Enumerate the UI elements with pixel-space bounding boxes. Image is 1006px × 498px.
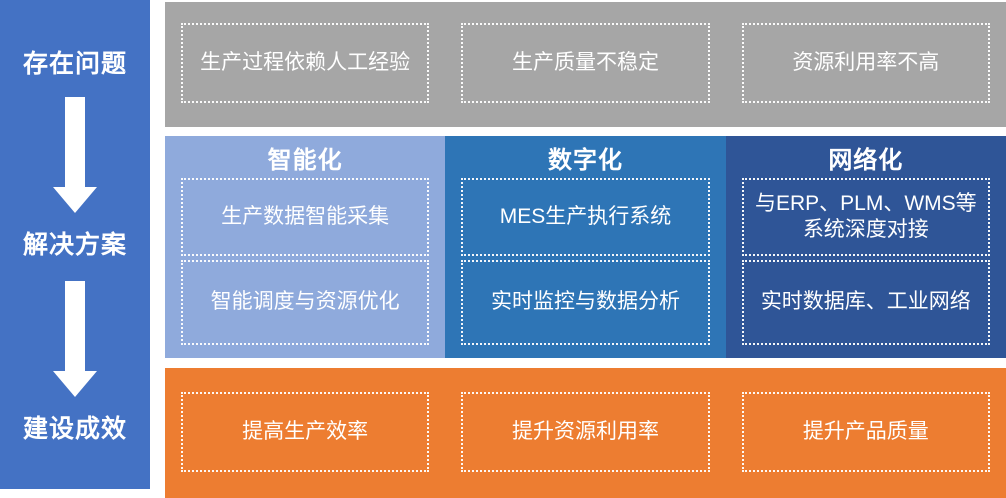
down-arrow-icon	[53, 97, 97, 213]
result-box-label: 提升资源利用率	[511, 419, 659, 443]
solution-box-label: 与ERP、PLM、WMS等 系统深度对接	[754, 191, 977, 241]
problem-box-label: 生产质量不稳定	[511, 50, 659, 74]
solution-column-header: 网络化	[828, 146, 904, 174]
solution-box: MES生产执行系统	[461, 178, 710, 256]
solution-box-label: 智能调度与资源优化	[210, 290, 400, 314]
solution-box-label: 实时数据库、工业网络	[760, 290, 971, 314]
result-box-label: 提高生产效率	[242, 419, 369, 443]
solution-column-header: 数字化	[547, 146, 623, 174]
down-arrow-icon	[53, 281, 97, 397]
problem-box: 资源利用率不高	[741, 23, 990, 103]
problems-cell: 资源利用率不高	[726, 2, 1006, 127]
problem-box: 生产过程依赖人工经验	[181, 23, 430, 103]
problems-cell: 生产质量不稳定	[445, 2, 725, 127]
solution-box: 实时监控与数据分析	[461, 260, 710, 345]
solutions-row: 智能化 生产数据智能采集 智能调度与资源优化 数字化 MES生产执行系统 实时监…	[165, 136, 1006, 358]
problem-box-label: 生产过程依赖人工经验	[200, 50, 411, 74]
problem-box-label: 资源利用率不高	[792, 50, 940, 74]
results-cell: 提高生产效率	[165, 368, 445, 498]
solution-box: 与ERP、PLM、WMS等 系统深度对接	[741, 178, 990, 256]
solution-box-label: 生产数据智能采集	[221, 204, 390, 228]
solution-box: 生产数据智能采集	[181, 178, 430, 256]
results-cell: 提升资源利用率	[445, 368, 725, 498]
result-box: 提高生产效率	[181, 392, 430, 472]
problems-row: 生产过程依赖人工经验 生产质量不稳定 资源利用率不高	[165, 2, 1006, 127]
solution-column-digital: 数字化 MES生产执行系统 实时监控与数据分析	[445, 136, 726, 358]
sidebar-stage-problems: 存在问题	[22, 50, 127, 78]
solution-box: 实时数据库、工业网络	[741, 260, 990, 345]
solution-box-label: 实时监控与数据分析	[490, 290, 680, 314]
solution-box-label: MES生产执行系统	[499, 204, 672, 228]
sidebar-stage-solutions: 解决方案	[22, 231, 127, 259]
results-cell: 提升产品质量	[726, 368, 1006, 498]
solution-box: 智能调度与资源优化	[181, 260, 430, 345]
solution-column-header: 智能化	[267, 146, 343, 174]
solution-column-networked: 网络化 与ERP、PLM、WMS等 系统深度对接 实时数据库、工业网络	[725, 136, 1006, 358]
results-row: 提高生产效率 提升资源利用率 提升产品质量	[165, 368, 1006, 498]
sidebar-stage-results: 建设成效	[22, 415, 127, 443]
problems-cell: 生产过程依赖人工经验	[165, 2, 445, 127]
result-box: 提升产品质量	[741, 392, 990, 472]
result-box-label: 提升产品质量	[802, 419, 929, 443]
result-box: 提升资源利用率	[461, 392, 710, 472]
flow-sidebar: 存在问题 解决方案 建设成效	[0, 0, 150, 489]
problem-box: 生产质量不稳定	[461, 23, 710, 103]
solution-column-intelligent: 智能化 生产数据智能采集 智能调度与资源优化	[165, 136, 446, 358]
